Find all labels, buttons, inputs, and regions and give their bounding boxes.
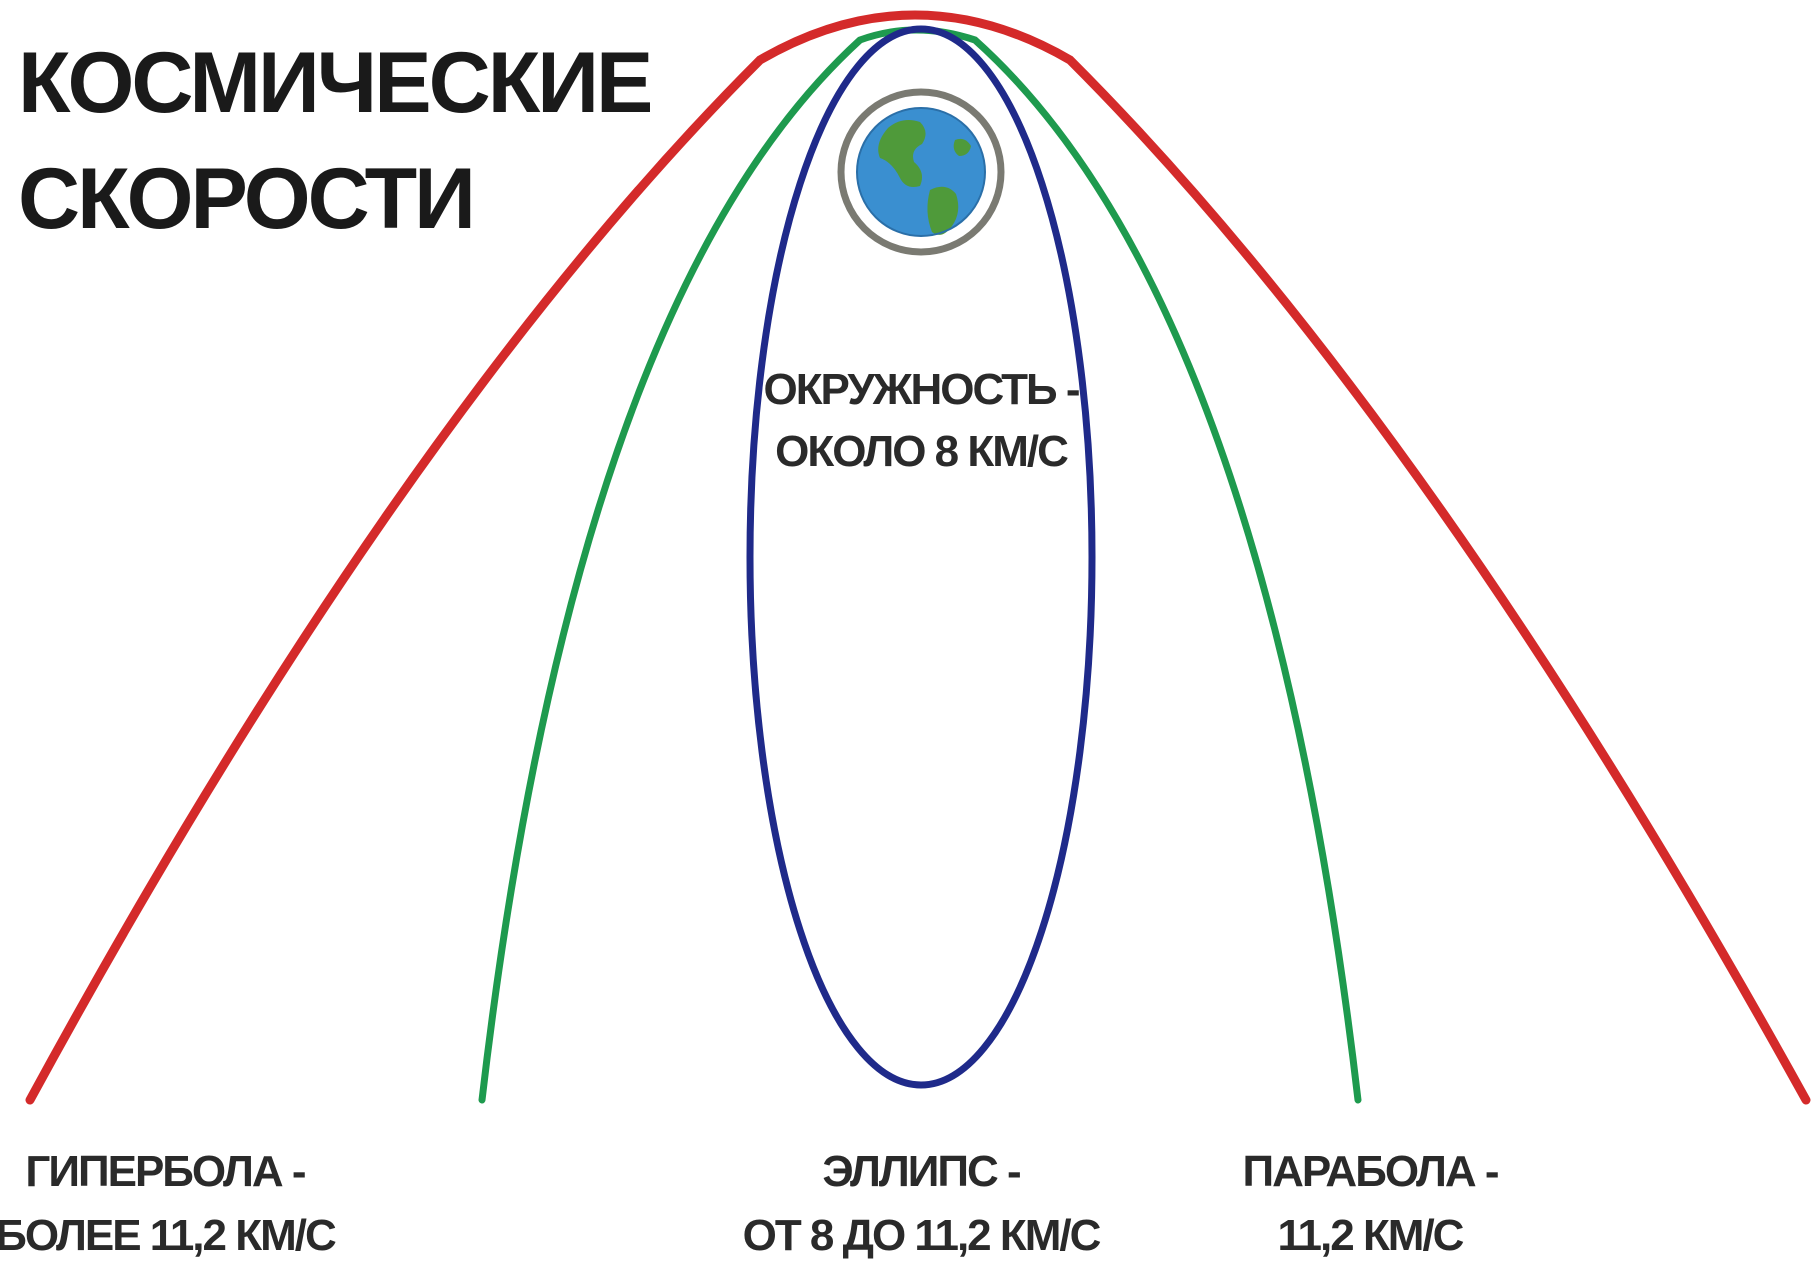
earth-icon bbox=[856, 107, 986, 237]
ellipse-orbit bbox=[746, 25, 1096, 1089]
hyperbola-orbit bbox=[25, 10, 1811, 1105]
title-line-1: КОСМИЧЕСКИЕ bbox=[18, 35, 650, 131]
hyperbola-label-line-1: ГИПЕРБОЛА - bbox=[25, 1147, 305, 1196]
ellipse-label-line-1: ЭЛЛИПС - bbox=[822, 1147, 1020, 1196]
circular-orbit bbox=[837, 88, 1005, 256]
title-line-2: СКОРОСТИ bbox=[18, 151, 473, 247]
ellipse-label-line-2: ОТ 8 ДО 11,2 КМ/С bbox=[743, 1211, 1101, 1260]
circle-label-line-2: ОКОЛО 8 КМ/С bbox=[775, 427, 1068, 476]
parabola-label-line-1: ПАРАБОЛА - bbox=[1243, 1147, 1498, 1196]
parabola-label-line-2: 11,2 КМ/С bbox=[1278, 1211, 1464, 1260]
circle-label-line-1: ОКРУЖНОСТЬ - bbox=[763, 365, 1078, 414]
hyperbola-label-line-2: БОЛЕЕ 11,2 КМ/С bbox=[0, 1211, 336, 1260]
